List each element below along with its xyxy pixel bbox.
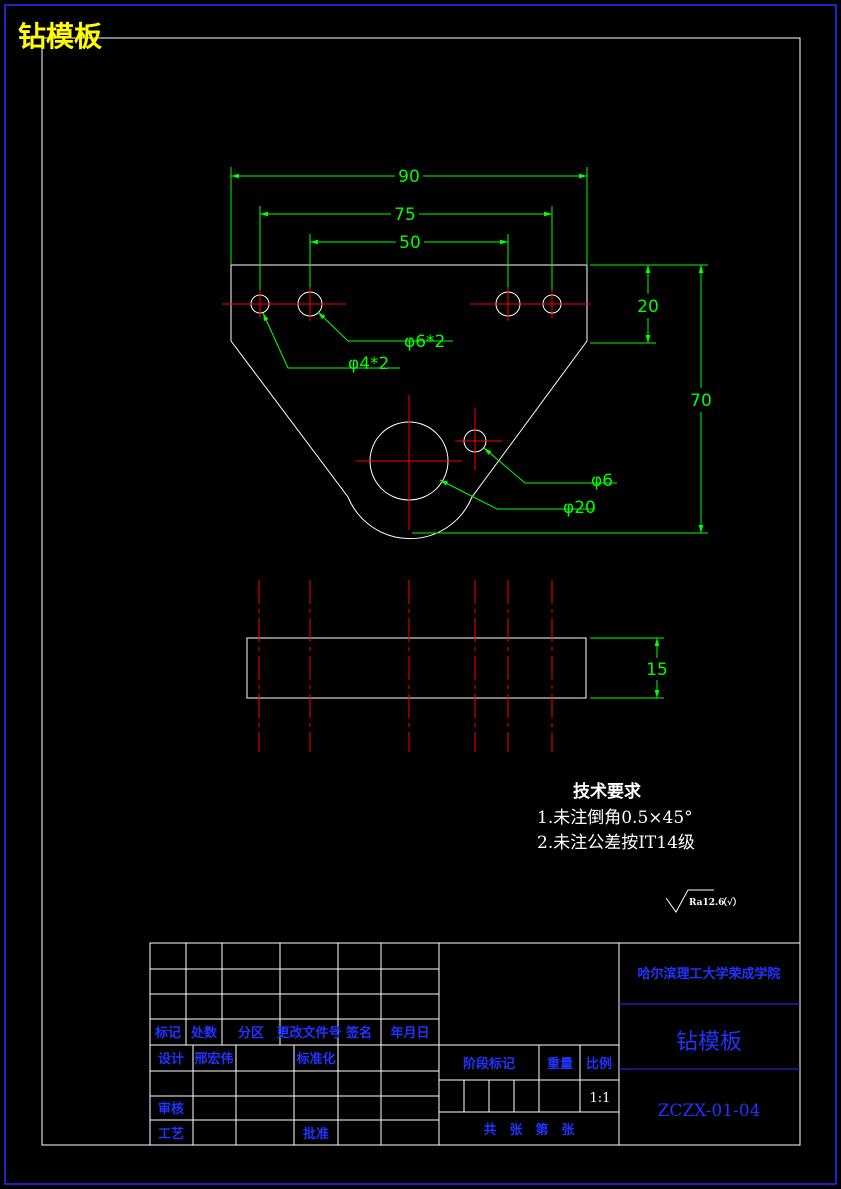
tb-header-count: 处数: [190, 1025, 218, 1041]
outer-border: [4, 4, 837, 1185]
tb-school: 哈尔滨理工大学荣成学院: [637, 966, 780, 982]
dimension-text-masks: [391, 166, 713, 412]
tech-heading: 技术要求: [573, 781, 641, 802]
tb-standardize-label: 标准化: [295, 1051, 335, 1067]
dim-70: 70: [690, 391, 712, 411]
hidden-centerlines: [258, 580, 553, 752]
tb-approve-label: 批准: [303, 1126, 329, 1142]
side-view: 15: [246, 580, 668, 752]
extension-lines-front: [230, 167, 708, 534]
tech-item-1: 1.未注倒角0.5×45°: [537, 808, 693, 828]
technical-requirements: 技术要求 1.未注倒角0.5×45° 2.未注公差按IT14级: [537, 781, 695, 853]
tb-scale-label: 比例: [586, 1056, 612, 1072]
dimension-lines-front: [231, 173, 704, 533]
tb-design-label: 设计: [158, 1051, 184, 1067]
tb-header-date: 年月日: [390, 1025, 429, 1041]
tb-revision-headers: 标记 处数 分区 更改文件号 签名 年月日: [154, 1025, 430, 1041]
title-block-right-dividers: [619, 1003, 800, 1070]
tb-scale: 1:1: [590, 1091, 611, 1106]
tb-header-zone: 分区: [238, 1025, 264, 1041]
tech-item-2: 2.未注公差按IT14级: [537, 833, 695, 853]
label-phi20: φ20: [563, 498, 596, 518]
tb-stage-mark: 阶段标记: [463, 1056, 515, 1072]
centerlines-front: [222, 287, 590, 530]
title-block: [149, 942, 801, 1146]
roughness-value: Ra12.6: [689, 898, 724, 908]
part-outline: [230, 264, 588, 540]
side-outline: [246, 637, 587, 699]
tb-weight: 重量: [547, 1056, 573, 1072]
tb-header-sign: 签名: [345, 1025, 372, 1041]
dim-20: 20: [637, 297, 659, 317]
tb-drawing-code: ZCZX-01-04: [658, 1101, 761, 1121]
label-phi6: φ6: [591, 471, 613, 491]
dim-50: 50: [399, 233, 421, 253]
tb-header-mark: 标记: [154, 1025, 181, 1041]
tb-review-label: 审核: [158, 1101, 184, 1117]
tb-header-doc: 更改文件号: [276, 1025, 341, 1041]
dim-15: 15: [646, 660, 668, 680]
drawing-title: 钻模板: [18, 20, 102, 53]
dim-90: 90: [398, 167, 420, 187]
tb-designer: 邢宏伟: [194, 1051, 233, 1067]
roughness-suffix: （√）: [718, 897, 742, 908]
tb-part-name: 钻模板: [676, 1030, 742, 1055]
dim-75: 75: [394, 205, 416, 225]
leader-lines: [262, 311, 617, 510]
surface-roughness-symbol: Ra12.6 （√）: [665, 889, 742, 913]
front-view: 90 75 50 20 70 φ6*2 φ4*2 φ6 φ20: [222, 166, 713, 540]
label-phi6x2: φ6*2: [404, 332, 445, 352]
label-phi4x2: φ4*2: [348, 354, 389, 374]
tb-process-label: 工艺: [158, 1126, 184, 1142]
tb-sheets: 共 张 第 张: [483, 1122, 575, 1138]
